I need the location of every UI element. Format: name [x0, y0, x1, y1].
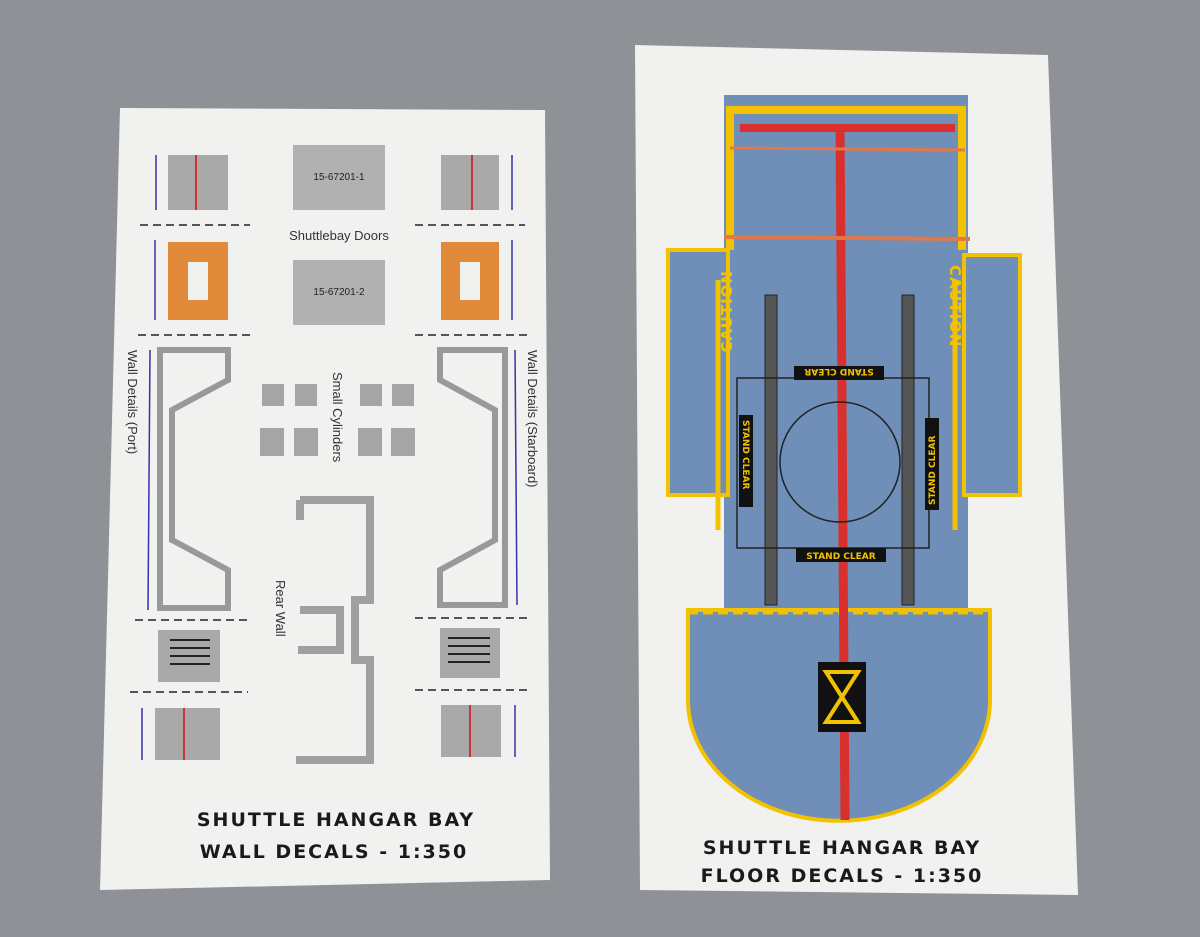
wall-decal-sheet: 15-67201-1 15-67201-2 Shuttlebay Doors S… [100, 108, 550, 890]
door-panel-2 [293, 260, 385, 325]
hazard-panels [168, 242, 499, 320]
caution-right: CAUTION [946, 265, 964, 347]
rear-wall-label: Rear Wall [273, 580, 288, 637]
small-cylinders [260, 384, 415, 456]
floor-sheet-title-2: FLOOR DECALS - 1:350 [701, 865, 984, 887]
stand-clear-right: STAND CLEAR [928, 436, 938, 505]
caution-left: CAUTION [718, 270, 736, 352]
wall-sheet-title-2: WALL DECALS - 1:350 [200, 841, 468, 863]
stand-clear-left: STAND CLEAR [740, 420, 750, 489]
stand-clear-top: STAND CLEAR [804, 366, 873, 376]
floor-decal-sheet: CAUTION CAUTION STAND CLEAR STAND CLEAR … [635, 45, 1078, 895]
door-panel-1 [293, 145, 385, 210]
shuttlebay-doors-label: Shuttlebay Doors [289, 228, 389, 243]
small-cylinders-label: Small Cylinders [330, 372, 345, 463]
stand-clear-bottom: STAND CLEAR [806, 552, 875, 562]
wall-sheet-title-1: SHUTTLE HANGAR BAY [197, 809, 475, 831]
door-code-2: 15-67201-2 [313, 287, 365, 298]
door-code-1: 15-67201-1 [313, 172, 365, 183]
wall-starboard-label: Wall Details (Starboard) [525, 350, 540, 488]
floor-sheet-title-1: SHUTTLE HANGAR BAY [703, 837, 981, 859]
wall-port-label: Wall Details (Port) [125, 350, 140, 454]
